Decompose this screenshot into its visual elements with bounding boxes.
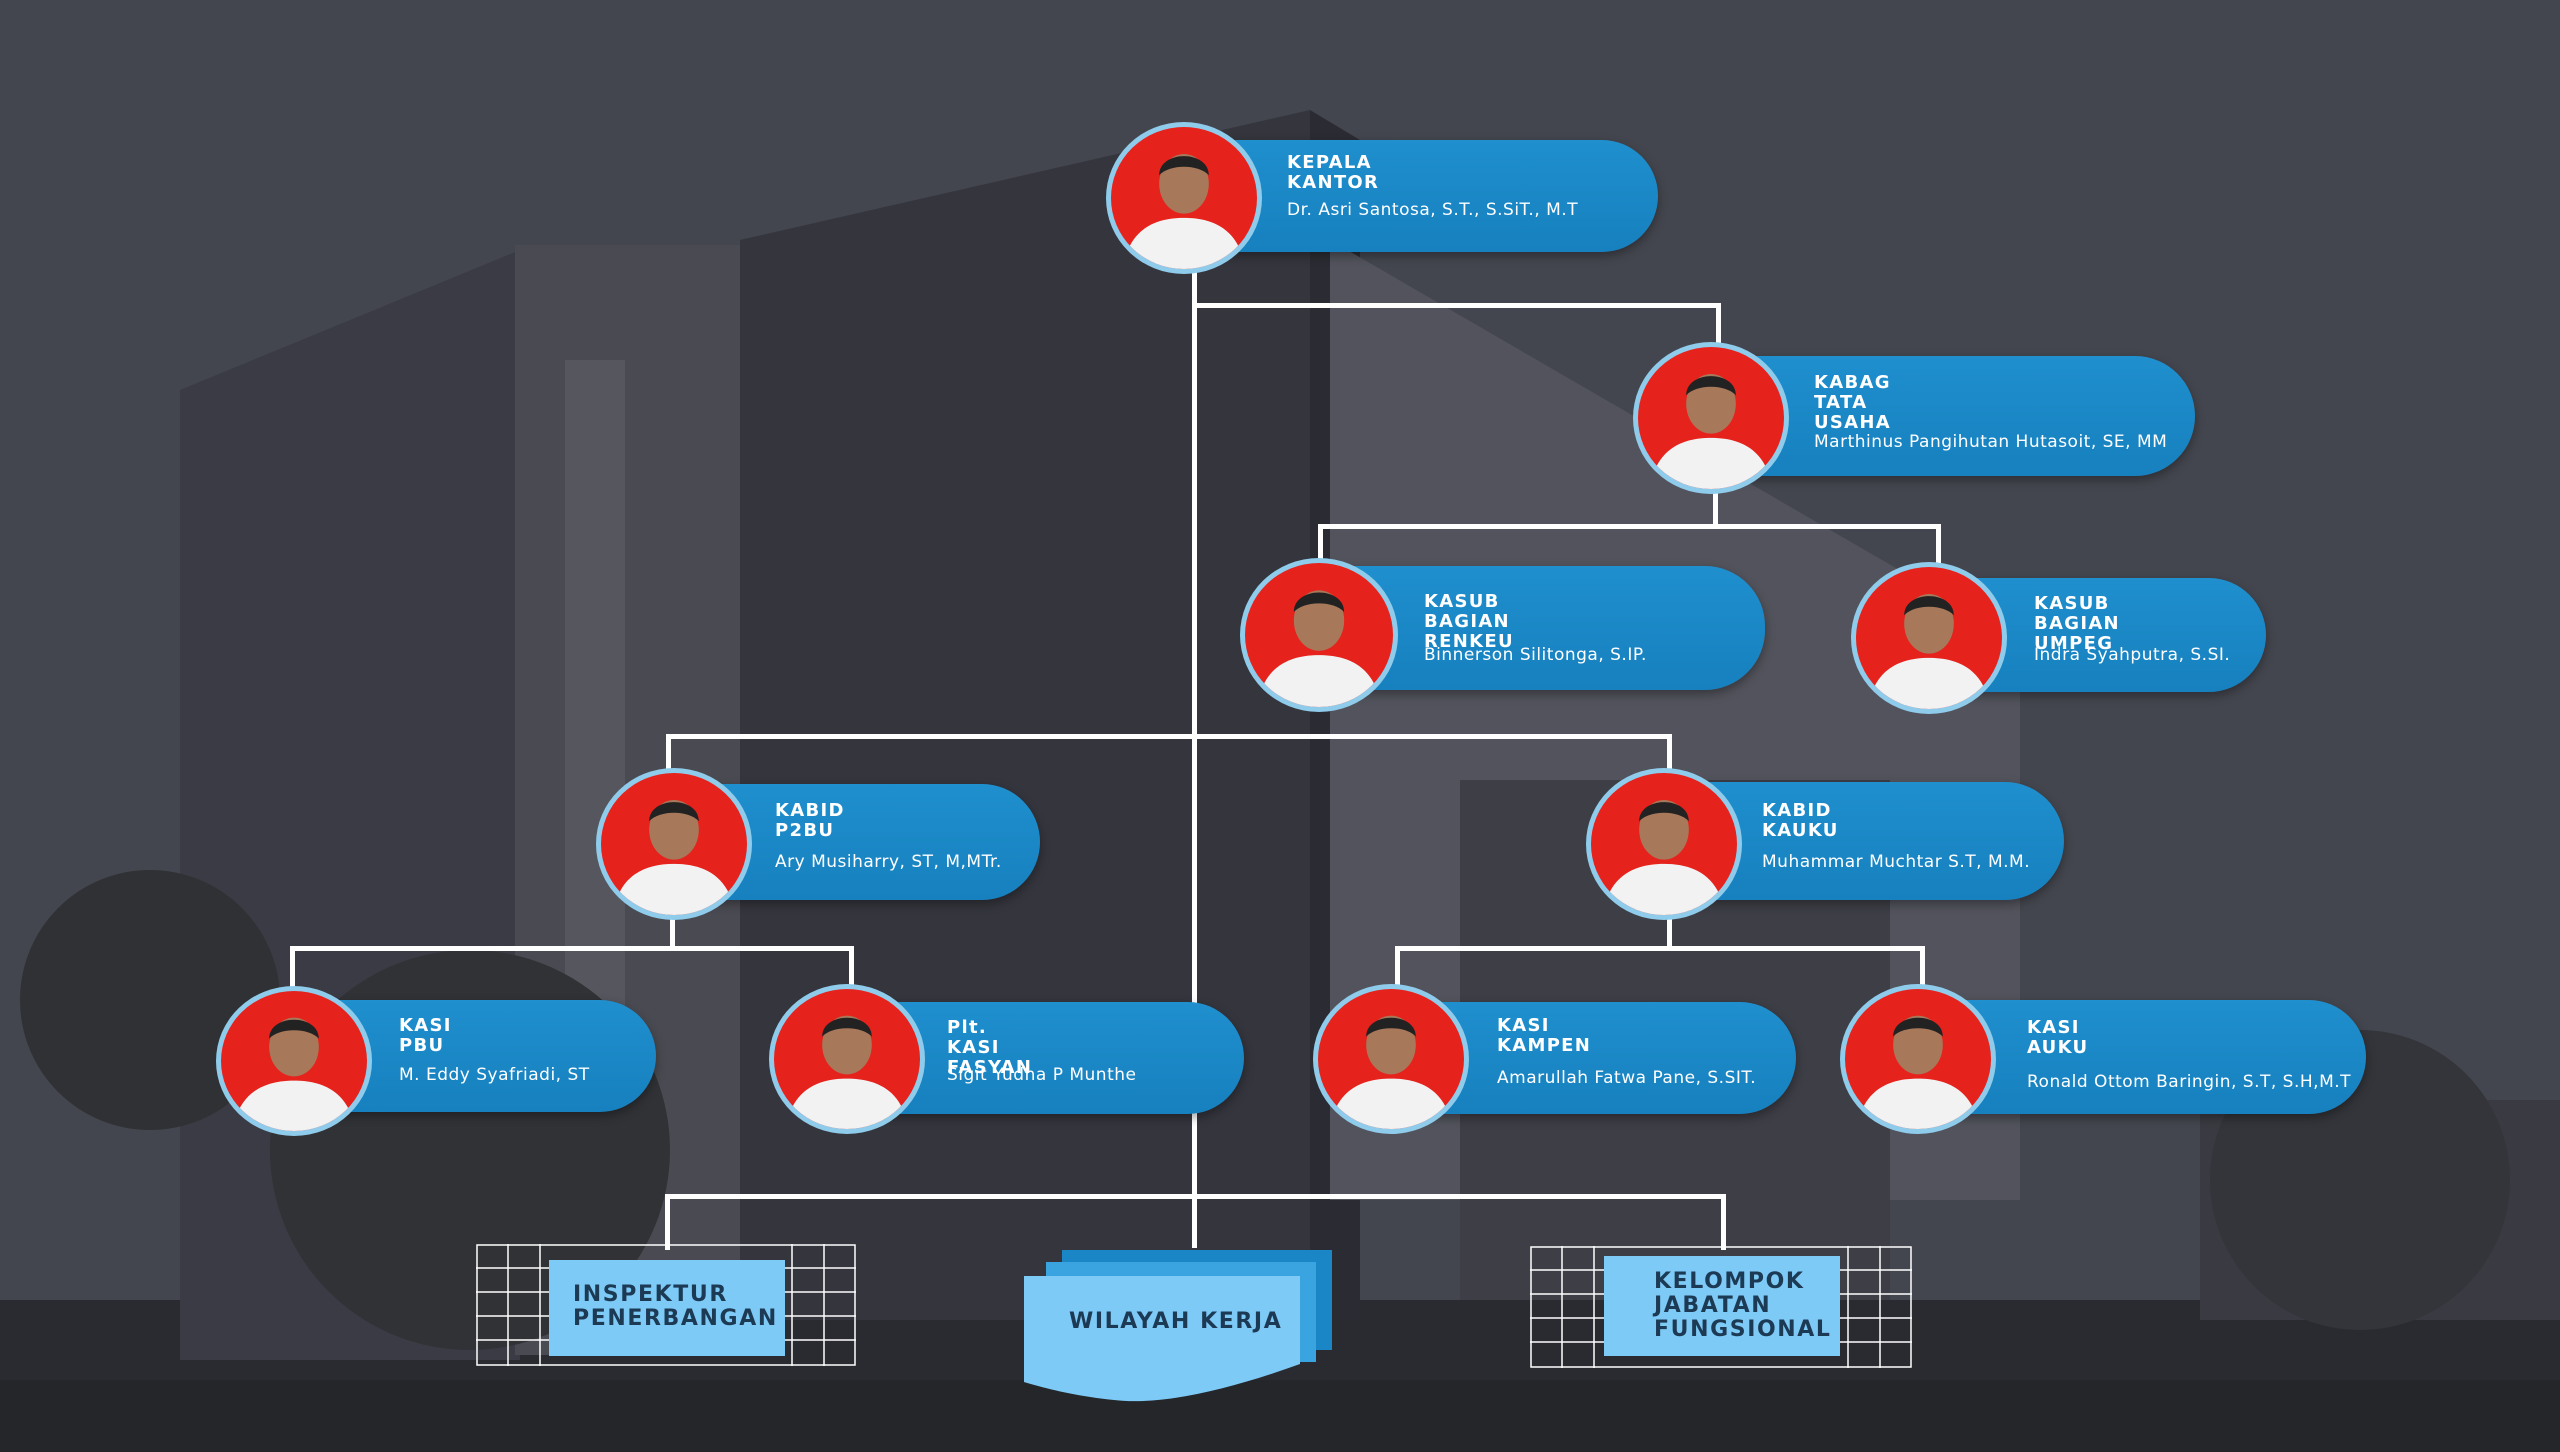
kelompok-jabatan-fungsional-label: KELOMPOK JABATAN FUNGSIONAL — [1654, 1269, 1832, 1342]
person-silhouette-icon — [612, 799, 736, 915]
person-name: Muhammar Muchtar S.T, M.M. — [1762, 852, 2031, 872]
portrait-photo — [216, 986, 372, 1136]
wilayah-kerja-label: WILAYAH KERJA — [1069, 1309, 1283, 1334]
connector-line — [666, 734, 1672, 739]
connector-line — [670, 900, 675, 948]
connector-line — [665, 1194, 1726, 1199]
connector-line — [1667, 734, 1672, 774]
connector-line — [290, 946, 295, 988]
position-title: KABAG TATA USAHA — [1814, 372, 1892, 433]
kelompok-jabatan-fungsional-box — [1604, 1256, 1840, 1356]
position-title: KASUB BAGIAN UMPEG — [2034, 593, 2120, 654]
position-title: KABID P2BU — [775, 800, 845, 841]
person-name: Amarullah Fatwa Pane, S.SIT. — [1497, 1068, 1757, 1088]
position-title: KASUB BAGIAN RENKEU — [1424, 591, 1514, 652]
portrait-photo — [1840, 984, 1996, 1134]
connector-line — [290, 946, 854, 951]
person-silhouette-icon — [232, 1017, 356, 1131]
connector-line — [1192, 268, 1197, 1248]
position-title: KABID KAUKU — [1762, 800, 1839, 841]
connector-line — [1192, 303, 1721, 308]
person-silhouette-icon — [1122, 153, 1246, 269]
connector-line — [1667, 900, 1672, 948]
position-title: Plt. KASI FASYAN — [947, 1017, 1033, 1078]
person-name: Indra Syahputra, S.SI. — [2034, 645, 2231, 665]
connector-line — [1721, 1194, 1726, 1250]
connector-line — [665, 1194, 670, 1250]
person-name: Marthinus Pangihutan Hutasoit, SE, MM — [1814, 432, 2168, 452]
connector-line — [1395, 946, 1925, 951]
connector-line — [1318, 524, 1323, 564]
person-name: Ronald Ottom Baringin, S.T, S.H,M.T — [2027, 1072, 2352, 1092]
person-silhouette-icon — [1329, 1015, 1453, 1129]
inspektur-penerbangan-box — [549, 1260, 785, 1356]
portrait-photo — [1586, 768, 1742, 920]
portrait-photo — [596, 768, 752, 920]
connector-line — [666, 734, 671, 774]
portrait-photo — [1240, 558, 1398, 712]
connector-line — [1920, 946, 1925, 988]
portrait-photo — [1106, 122, 1262, 274]
person-name: Ary Musiharry, ST, M,MTr. — [775, 852, 1002, 872]
person-silhouette-icon — [1602, 799, 1726, 915]
position-title: KASI KAMPEN — [1497, 1015, 1592, 1056]
inspektur-penerbangan-label: INSPEKTUR PENERBANGAN — [573, 1282, 778, 1331]
title-pill — [1712, 356, 2195, 476]
person-name: M. Eddy Syafriadi, ST — [399, 1065, 590, 1085]
position-title: KASI PBU — [399, 1015, 452, 1056]
position-title: KEPALA KANTOR — [1287, 152, 1380, 193]
person-silhouette-icon — [1856, 1015, 1980, 1129]
person-silhouette-icon — [1649, 373, 1773, 489]
grid-frame — [476, 1244, 856, 1366]
connector-line — [1716, 303, 1721, 343]
person-name: Dr. Asri Santosa, S.T., S.SiT., M.T — [1287, 200, 1579, 220]
person-silhouette-icon — [1256, 590, 1382, 707]
connector-line — [1713, 488, 1718, 526]
connector-line — [849, 946, 854, 988]
person-name: Sigit Yudha P Munthe — [947, 1065, 1137, 1085]
person-name: Binnerson Silitonga, S.IP. — [1424, 645, 1647, 665]
portrait-photo — [1633, 342, 1789, 494]
portrait-photo — [769, 984, 925, 1134]
connector-line — [1395, 946, 1400, 988]
person-silhouette-icon — [785, 1015, 909, 1129]
portrait-photo — [1313, 984, 1469, 1134]
person-silhouette-icon — [1867, 593, 1991, 709]
connector-line — [1318, 524, 1941, 529]
portrait-photo — [1851, 562, 2007, 714]
position-title: KASI AUKU — [2027, 1017, 2089, 1058]
wilayah-kerja-box — [1024, 1276, 1300, 1402]
connector-line — [1936, 524, 1941, 564]
